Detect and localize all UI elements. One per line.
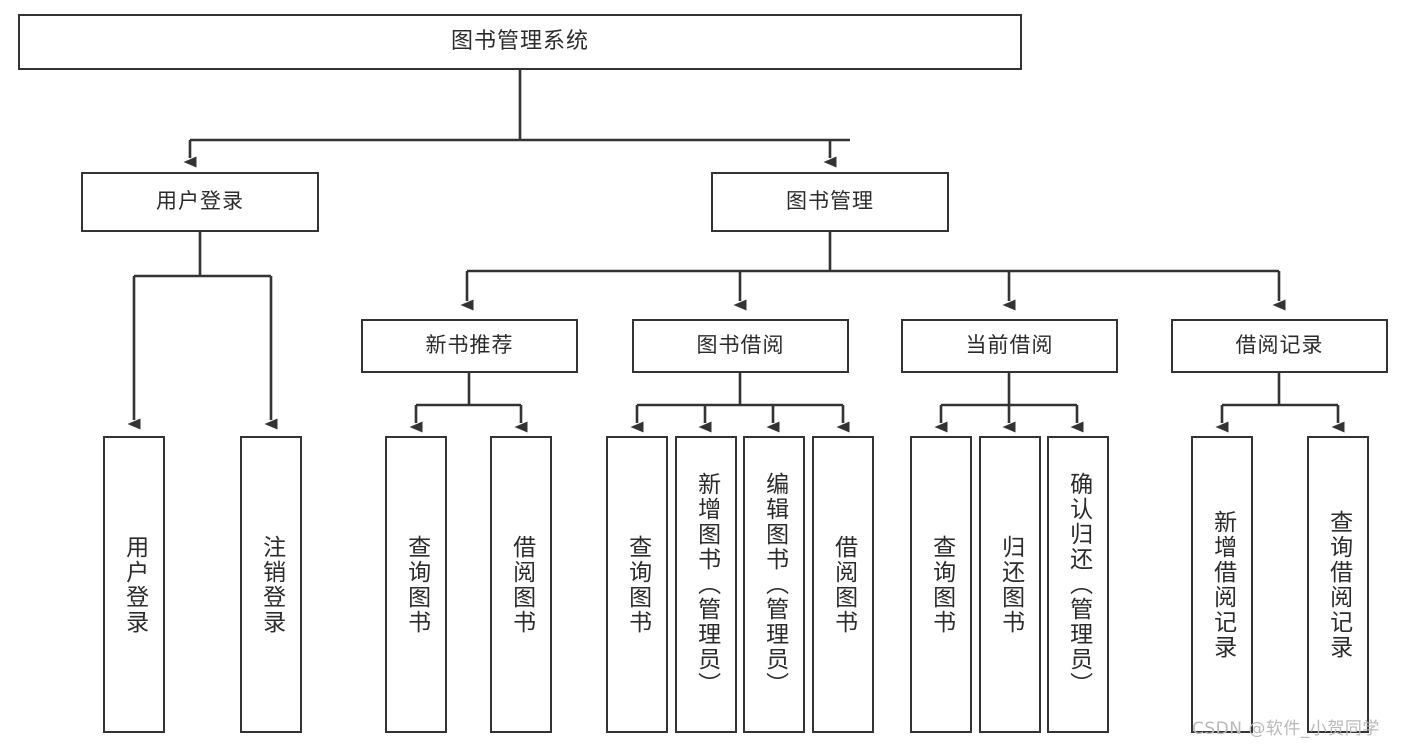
node-leaf-logout-label: 注销登录 xyxy=(258,534,285,635)
node-leaf-add-record-label: 新增借阅记录 xyxy=(1209,509,1236,660)
node-leaf-confirm-return[interactable]: 确认归还（管理员） xyxy=(1047,436,1109,733)
node-leaf-query-book-1-label: 查询图书 xyxy=(403,534,430,635)
node-user-login-label: 用户登录 xyxy=(156,189,244,214)
node-book-borrow[interactable]: 图书借阅 xyxy=(632,319,849,373)
node-leaf-return-book[interactable]: 归还图书 xyxy=(979,436,1041,733)
node-leaf-add-record[interactable]: 新增借阅记录 xyxy=(1191,436,1253,733)
node-root[interactable]: 图书管理系统 xyxy=(18,14,1022,70)
node-leaf-query-book-3-label: 查询图书 xyxy=(928,534,955,635)
node-leaf-return-book-label: 归还图书 xyxy=(997,534,1024,635)
node-leaf-logout[interactable]: 注销登录 xyxy=(240,436,302,733)
node-book-manage[interactable]: 图书管理 xyxy=(711,172,949,232)
node-borrow-record-label: 借阅记录 xyxy=(1235,333,1324,358)
node-new-book-rec-label: 新书推荐 xyxy=(425,333,514,358)
node-current-borrow[interactable]: 当前借阅 xyxy=(901,319,1118,373)
node-leaf-query-book-3[interactable]: 查询图书 xyxy=(910,436,972,733)
node-leaf-add-book[interactable]: 新增图书（管理员） xyxy=(675,436,737,733)
node-leaf-query-record-label: 查询借阅记录 xyxy=(1325,509,1352,660)
node-root-label: 图书管理系统 xyxy=(450,28,589,54)
node-leaf-user-login-label: 用户登录 xyxy=(121,534,148,635)
node-current-borrow-label: 当前借阅 xyxy=(965,333,1054,358)
node-user-login[interactable]: 用户登录 xyxy=(81,172,319,232)
node-leaf-edit-book[interactable]: 编辑图书（管理员） xyxy=(743,436,805,733)
node-new-book-rec[interactable]: 新书推荐 xyxy=(361,319,578,373)
node-leaf-add-book-label: 新增图书（管理员） xyxy=(693,472,720,697)
node-book-manage-label: 图书管理 xyxy=(786,189,874,214)
node-leaf-borrow-book-2[interactable]: 借阅图书 xyxy=(812,436,874,733)
node-borrow-record[interactable]: 借阅记录 xyxy=(1171,319,1388,373)
csdn-watermark: CSDN @软件_小贺同学 xyxy=(1192,719,1380,739)
node-leaf-query-book-2-label: 查询图书 xyxy=(624,534,651,635)
node-leaf-borrow-book-1-label: 借阅图书 xyxy=(508,534,535,635)
node-leaf-user-login[interactable]: 用户登录 xyxy=(103,436,165,733)
node-leaf-borrow-book-2-label: 借阅图书 xyxy=(830,534,857,635)
node-leaf-query-book-1[interactable]: 查询图书 xyxy=(385,436,447,733)
node-leaf-edit-book-label: 编辑图书（管理员） xyxy=(761,472,788,697)
node-leaf-confirm-return-label: 确认归还（管理员） xyxy=(1065,472,1092,697)
node-leaf-borrow-book-1[interactable]: 借阅图书 xyxy=(490,436,552,733)
node-book-borrow-label: 图书借阅 xyxy=(696,333,785,358)
node-leaf-query-record[interactable]: 查询借阅记录 xyxy=(1307,436,1369,733)
node-leaf-query-book-2[interactable]: 查询图书 xyxy=(606,436,668,733)
